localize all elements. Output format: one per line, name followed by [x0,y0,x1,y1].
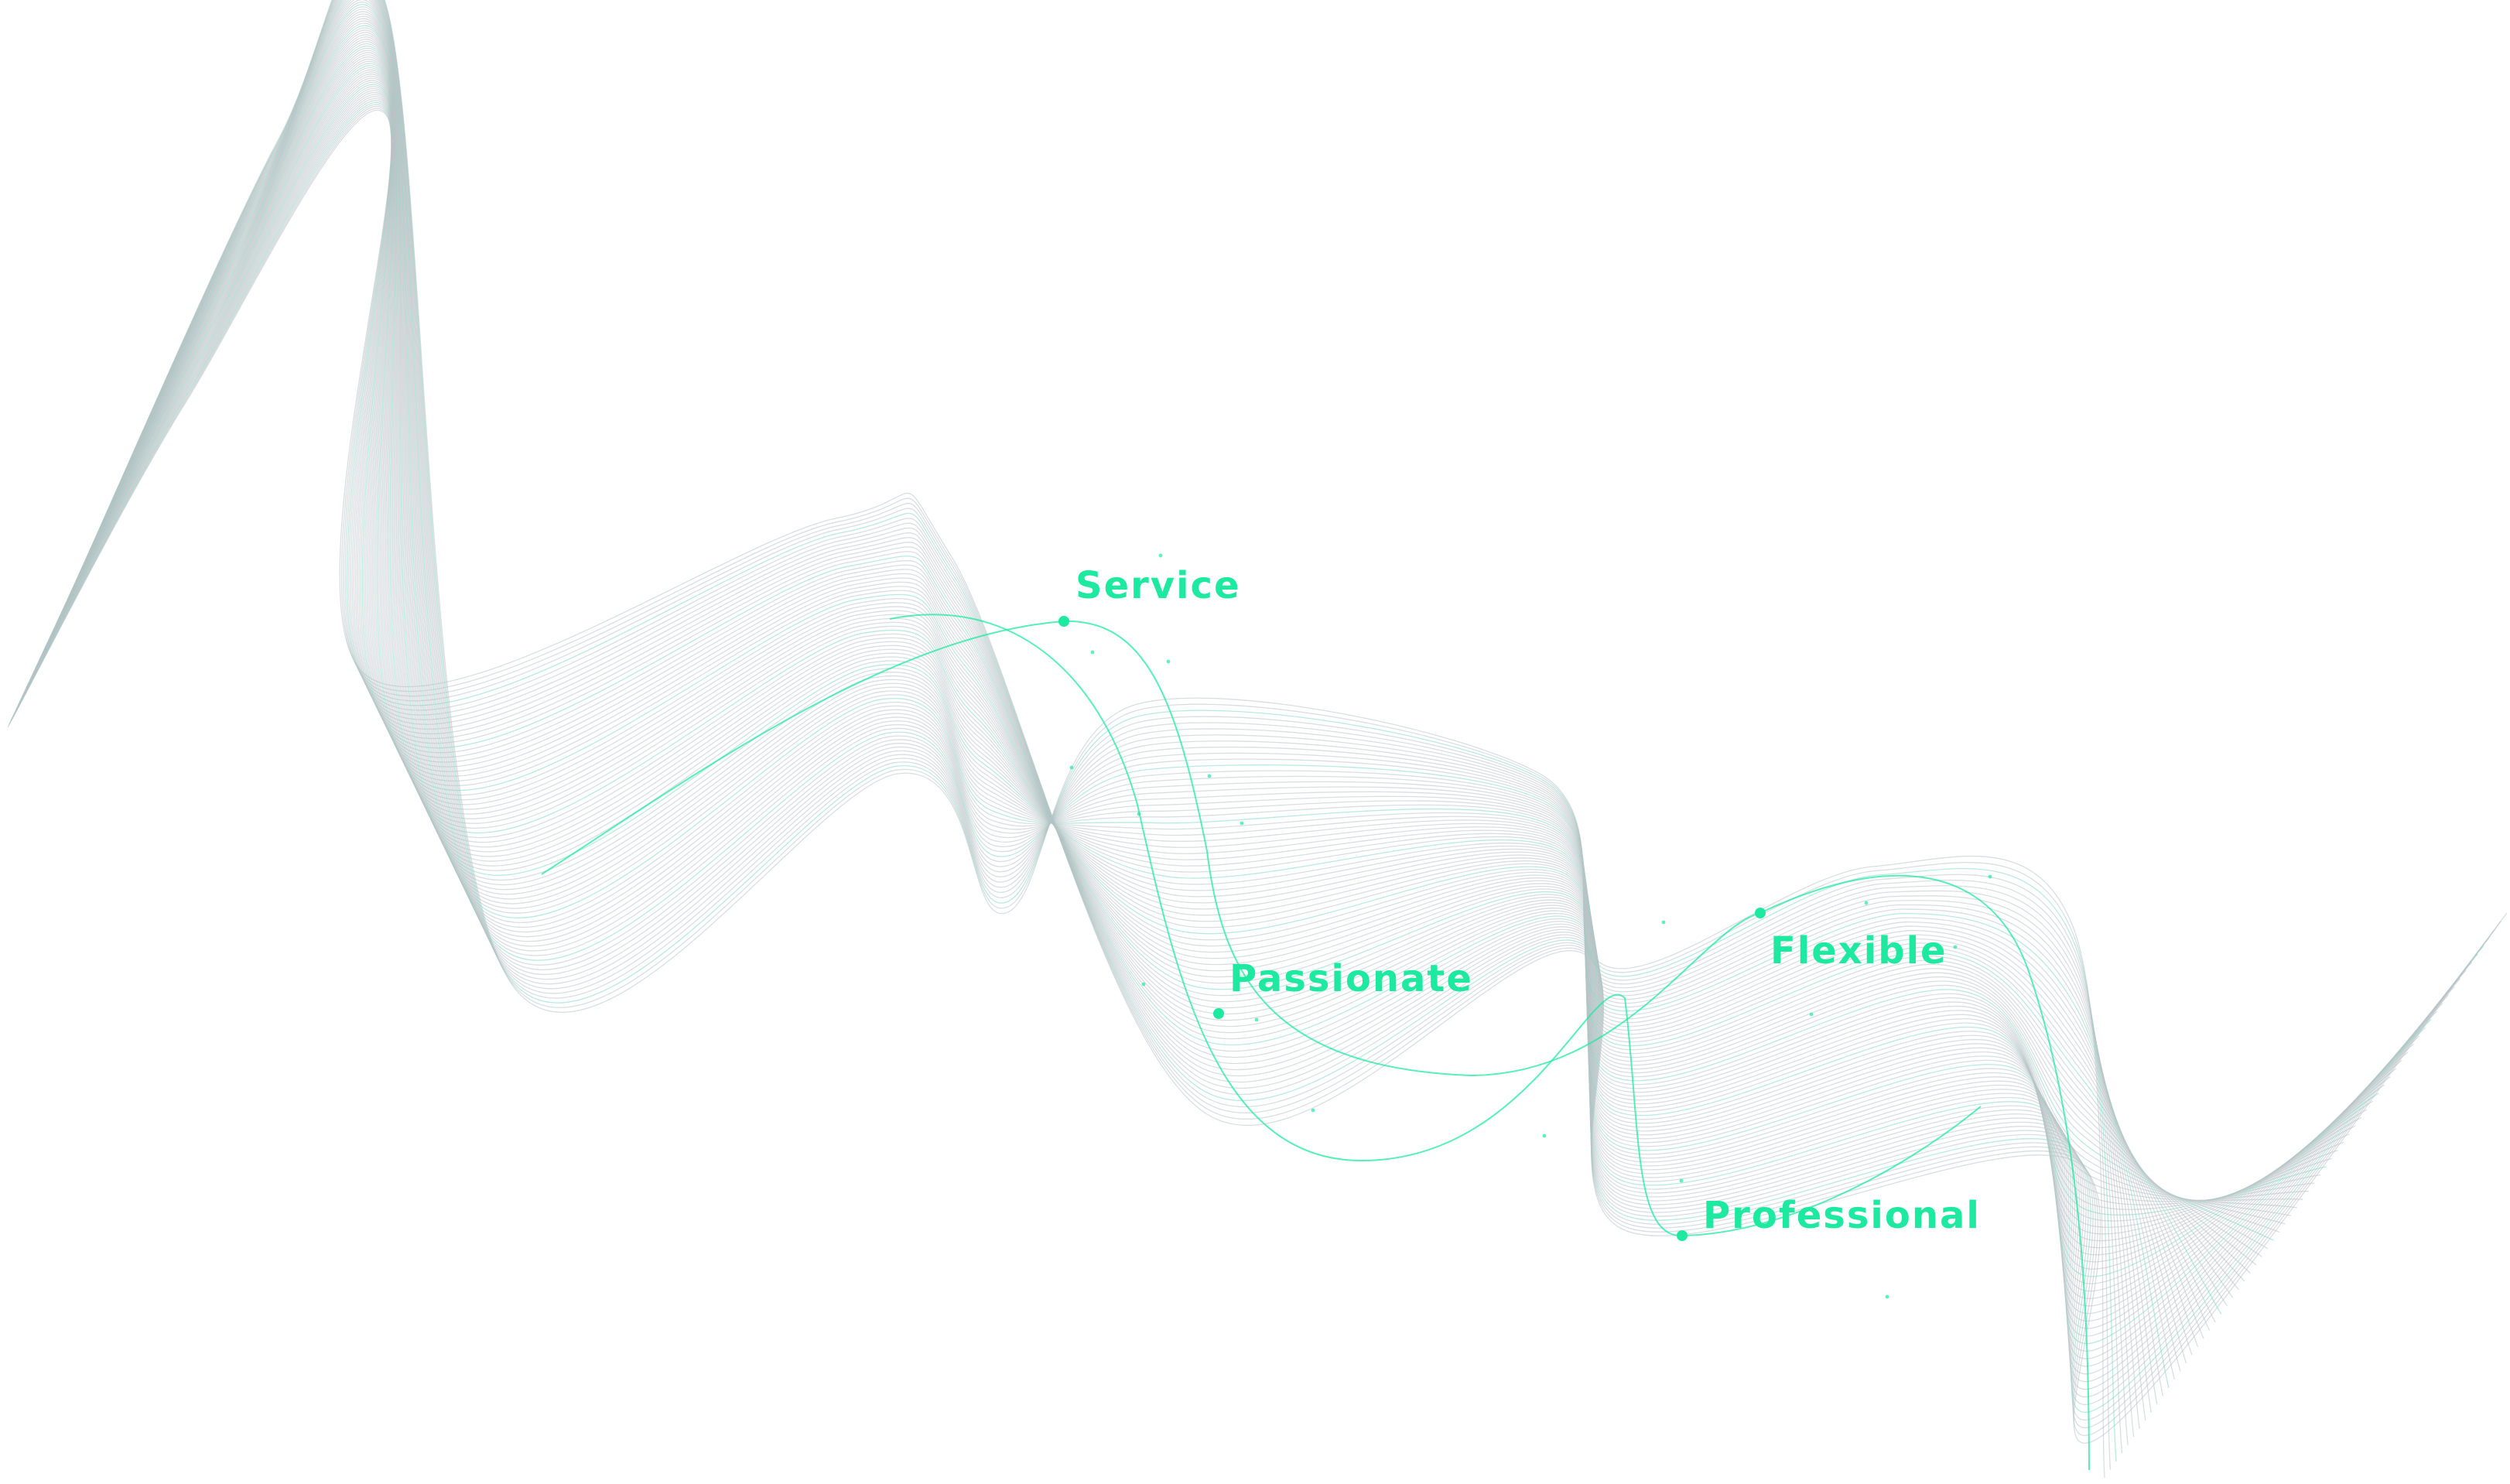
wave-line [26,65,2379,1277]
keyword-service: Service [1075,564,1241,607]
wave-line [46,18,2257,1266]
wave-line [35,45,2327,1216]
wave-line [39,36,2303,1202]
wave-line [54,0,2199,1347]
wave-line [31,54,2350,1242]
wave-line [34,47,2333,1222]
wave-line [49,9,2234,1298]
wave-line [46,15,2251,1274]
wave-line [42,27,2280,1233]
wave-line [62,0,2152,1413]
wave-line [61,0,2158,1404]
keyword-passionate: Passionate [1229,957,1473,1000]
speck [1141,982,1146,986]
wave-line [16,90,2450,1367]
keyword-flexible: Flexible [1770,929,1947,973]
wave-line [67,0,2117,1462]
wave-line [32,52,2344,1235]
wave-line [68,0,2112,1470]
keyword-professional: Professional [1703,1194,1981,1237]
speck [1158,553,1163,558]
wave-line [47,13,2245,1282]
marker-service [1058,616,1069,627]
wave-line [51,4,2222,1315]
wave-line [45,20,2262,1257]
speck [1254,1017,1259,1022]
speck [1166,659,1171,664]
wave-line [43,25,2274,1241]
speck [1864,901,1869,905]
wave-line [66,0,2123,1454]
speck [1542,1134,1547,1138]
wave-line [28,63,2374,1270]
wave-line [40,32,2292,1217]
wave-line [29,58,2361,1256]
wave-line [53,0,2211,1331]
marker-professional [1677,1230,1688,1241]
highlight-curve [889,614,1982,1237]
wave-line-bundle [7,0,2508,1479]
speck [1069,765,1074,770]
wave-line [69,0,2105,1479]
wave-line [26,67,2385,1284]
wave-line [59,0,2170,1388]
wave-line [37,39,2309,1202]
decorative-specks [1069,553,1992,1299]
speck [1240,821,1244,826]
wave-line [48,11,2239,1291]
wave-line [29,60,2368,1263]
wave-line [63,0,2146,1421]
speck [1953,945,1958,949]
wave-line [43,22,2269,1250]
wave-line [30,56,2356,1249]
marker-flexible [1755,908,1766,918]
speck [1311,1108,1315,1113]
wave-line [50,6,2228,1307]
wave-line [36,43,2320,1210]
speck [1885,1294,1889,1299]
speck [1090,650,1095,655]
wave-line [56,0,2187,1364]
wave-line [60,0,2164,1397]
speck [1661,920,1666,925]
wave-line [41,29,2286,1225]
wave-line [52,2,2216,1323]
wave-line [64,0,2135,1438]
wave-line [65,0,2129,1445]
speck [1679,1178,1684,1183]
wave-line [7,109,2508,1444]
wave-line [36,40,2315,1205]
wave-line [53,0,2204,1339]
wave-line [39,34,2297,1209]
marker-passionate [1213,1008,1224,1019]
wave-line [63,0,2140,1429]
wave-line [56,0,2193,1356]
wave-line [58,0,2176,1380]
speck [1988,874,1992,879]
keyword-markers [1058,616,1766,1241]
wave-line [33,50,2338,1228]
highlight-curves [541,614,2090,1471]
speck [1207,774,1212,778]
speck [1809,1012,1814,1017]
wave-line [57,0,2181,1372]
